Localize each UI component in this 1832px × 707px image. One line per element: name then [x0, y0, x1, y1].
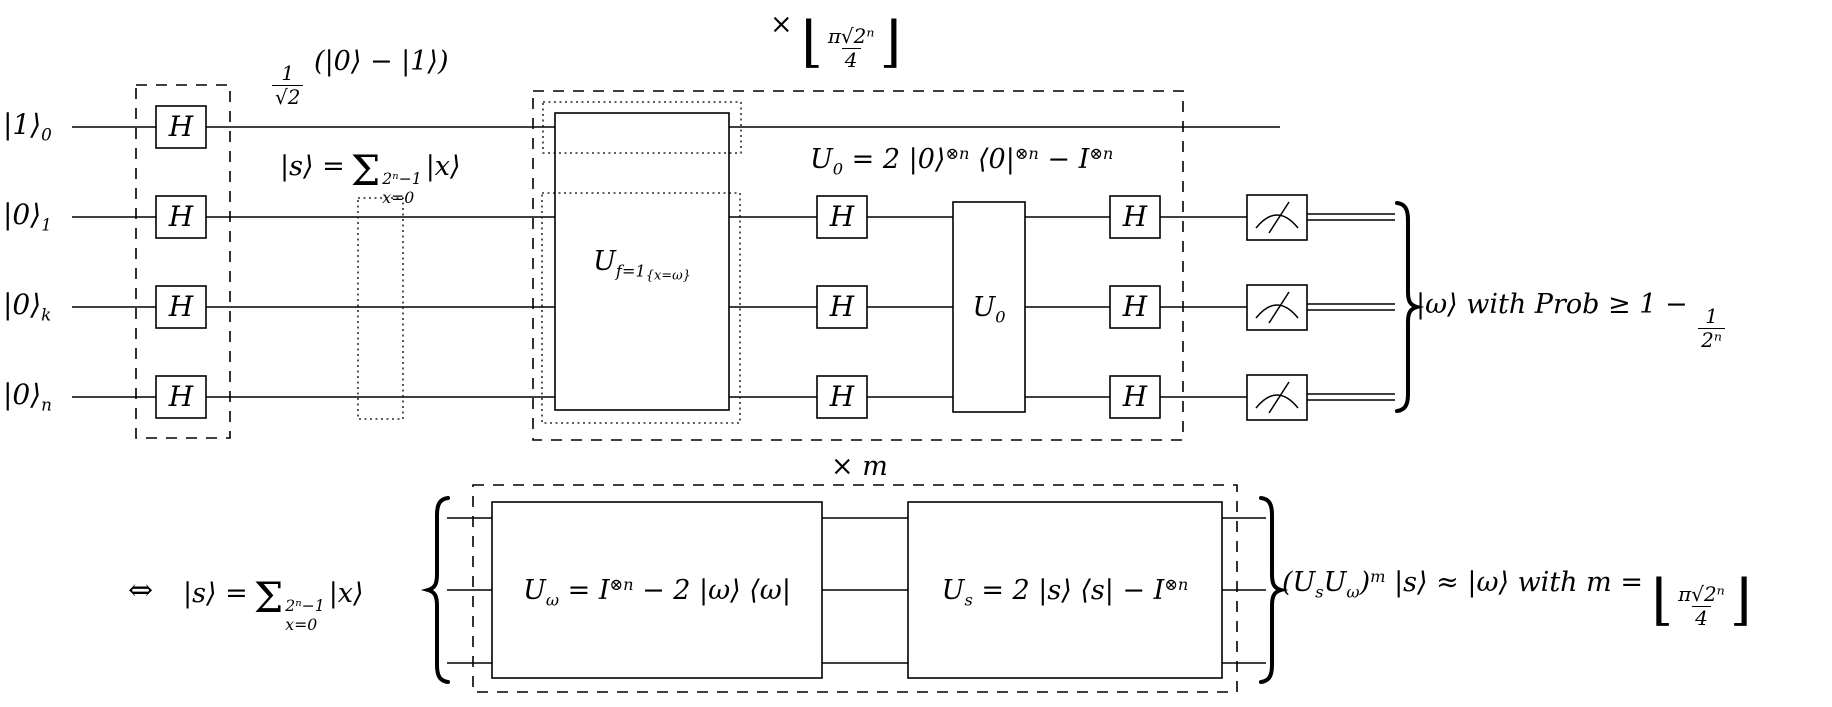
h-gate-label: H [168, 290, 194, 323]
h-gate-box [1109, 195, 1161, 239]
qubit-label-0: |1⟩0 [3, 108, 52, 145]
qubit-label-1: |0⟩1 [3, 198, 52, 235]
dotted-uomega-box [541, 192, 741, 424]
measurement-gates [1246, 194, 1308, 421]
h-column-1 [155, 105, 207, 419]
meter-icon [1246, 374, 1308, 421]
equivalence-arrow: ⇔ [128, 573, 154, 608]
dotted-s-state-box [357, 197, 404, 420]
brace-bottom-left [420, 496, 450, 684]
us-definition-label: Us = 2 |s⟩ ⟨s| − I⊗n [941, 575, 1189, 610]
brace-measurement-result [1395, 201, 1425, 413]
brace-bottom-right [1259, 496, 1289, 684]
h-gate-label: H [829, 290, 855, 323]
meter-icon [1246, 194, 1308, 241]
h-gate-box [155, 105, 207, 149]
h-column-3 [1109, 195, 1161, 419]
h-gate-label: H [168, 200, 194, 233]
qubit-label-k: |0⟩k [3, 288, 52, 325]
h-gate-box [1109, 375, 1161, 419]
ancilla-state-label: 1√2 (|0⟩ − |1⟩) [270, 45, 449, 108]
h-gate-box [155, 195, 207, 239]
meter-icon [1246, 284, 1308, 331]
us-gate-box [907, 501, 1223, 679]
dashed-grover-iteration-box [532, 90, 1184, 441]
dotted-ancilla-box [542, 101, 742, 154]
qubit-label-n: |0⟩n [3, 378, 52, 415]
h-column-2 [816, 195, 868, 419]
dashed-bottom-iteration-box [472, 484, 1238, 693]
dashed-hadamard-column-box [135, 84, 231, 439]
h-gate-label: H [829, 380, 855, 413]
u0-definition-label: U0 = 2 |0⟩⊗n ⟨0|⊗n − I⊗n [810, 144, 1114, 179]
h-gate-label: H [168, 380, 194, 413]
uomega-gate-box [491, 501, 823, 679]
h-gate-label: H [168, 110, 194, 143]
uomega-definition-label: Uω = I⊗n − 2 |ω⟩ ⟨ω| [523, 575, 791, 610]
h-gate-box [1109, 285, 1161, 329]
classical-wires [1307, 213, 1395, 401]
uf-oracle-label: Uf=1{x=ω} [593, 246, 691, 284]
h-gate-label: H [1122, 200, 1148, 233]
h-gate-label: H [829, 200, 855, 233]
h-gate-box [816, 195, 868, 239]
h-gate-box [155, 375, 207, 419]
h-gate-box [816, 375, 868, 419]
u0-gate-box [952, 201, 1026, 413]
repeat-m-label: × m [831, 451, 888, 482]
h-gate-label: H [1122, 290, 1148, 323]
u0-gate-label: U0 [972, 292, 1006, 327]
uf-oracle-box [554, 112, 730, 411]
h-gate-box [816, 285, 868, 329]
h-gate-label: H [1122, 380, 1148, 413]
h-gate-box [155, 285, 207, 329]
